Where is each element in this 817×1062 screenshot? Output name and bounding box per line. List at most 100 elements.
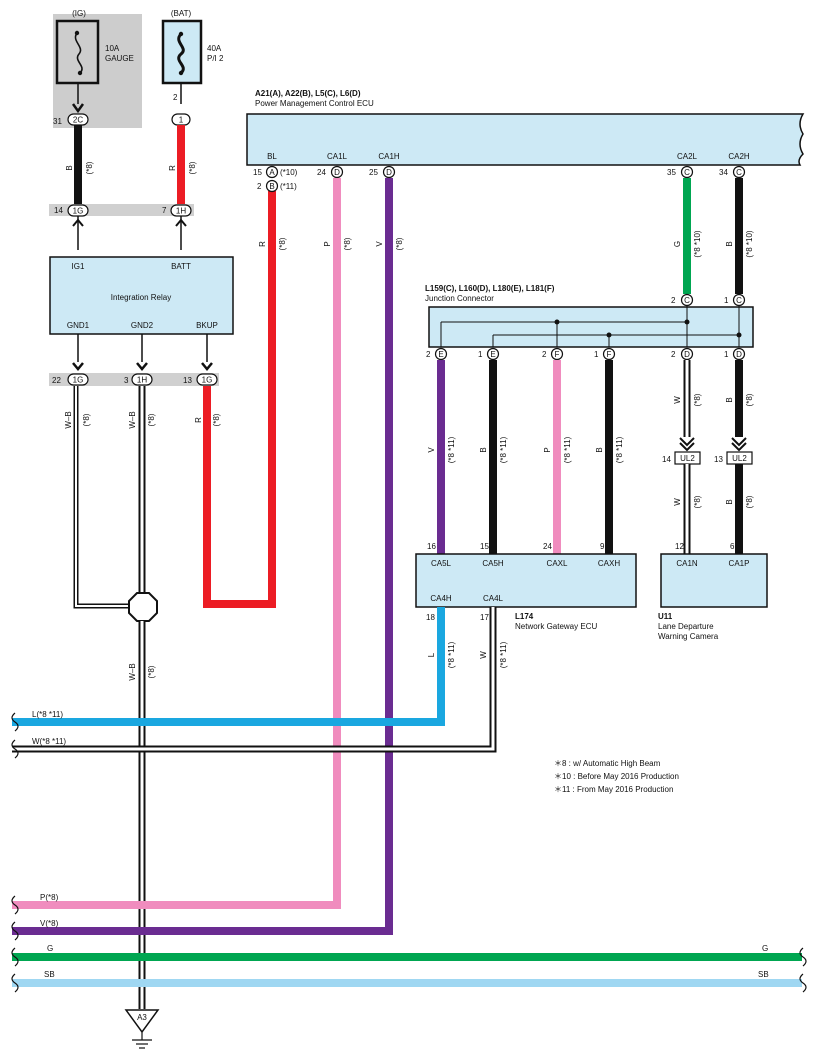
arrow-icon xyxy=(72,362,84,371)
wire-label-color: P xyxy=(543,447,552,452)
pin-number-34: 34 xyxy=(719,168,728,177)
svg-text:E: E xyxy=(490,350,495,359)
fuse-gauge-source: (IG) xyxy=(72,9,86,18)
wire-label-note: (*8) xyxy=(85,161,94,174)
pin-number-1: 1 xyxy=(724,350,729,359)
pin-number-1: 1 xyxy=(724,296,729,305)
connector-2c: 2C xyxy=(67,113,89,126)
wire-label-color: W–B xyxy=(128,663,137,680)
wire-label-note: (*8) xyxy=(188,161,197,174)
pin-number-24: 24 xyxy=(543,542,552,551)
svg-text:A3: A3 xyxy=(137,1013,147,1022)
svg-text:D: D xyxy=(684,350,690,359)
camera-name-line2: Warning Camera xyxy=(658,632,719,641)
arrow-icon xyxy=(175,218,187,227)
integration-relay: IG1 BATT Integration Relay GND1 GND2 BKU… xyxy=(49,256,234,335)
pin-number-1: 1 xyxy=(478,350,483,359)
svg-text:C: C xyxy=(736,168,742,177)
pin-marker: C xyxy=(732,165,746,179)
wire-label-color: G xyxy=(673,241,682,247)
svg-text:CA5L: CA5L xyxy=(431,559,452,568)
wire-label-note: (*8 *11) xyxy=(499,641,508,668)
fuse-pi2-name: P/I 2 xyxy=(207,54,224,63)
svg-text:1H: 1H xyxy=(176,207,186,216)
wire-ecu-p xyxy=(12,178,341,909)
power-ecu-box xyxy=(246,113,805,166)
wire-label-color: B xyxy=(479,447,488,452)
wire-label-note: (*8) xyxy=(745,393,754,406)
fuse-gauge-rating: 10A xyxy=(105,44,120,53)
pin-number-24: 24 xyxy=(317,168,326,177)
bus-label-l: L(*8 *11) xyxy=(32,710,63,719)
power-ecu-code: A21(A), A22(B), L5(C), L6(D) xyxy=(255,89,361,98)
wire-ecu-v xyxy=(12,178,393,935)
camera-name-line1: Lane Departure xyxy=(658,622,714,631)
svg-text:E: E xyxy=(438,350,443,359)
wire-label-color: R xyxy=(258,241,267,247)
pin-marker: F xyxy=(602,347,616,361)
wire-label-note: (*8) xyxy=(147,665,156,678)
pin-marker: E xyxy=(434,347,448,361)
wire-label-color: B xyxy=(725,499,734,504)
wire-label-color: R xyxy=(194,417,203,423)
fuse-pi2-rating: 40A xyxy=(207,44,222,53)
svg-text:F: F xyxy=(607,350,612,359)
pin-number-15: 15 xyxy=(480,542,489,551)
wire-label-color: R xyxy=(168,165,177,171)
wire-label-color: W–B xyxy=(128,411,137,428)
power-ecu-name: Power Management Control ECU xyxy=(255,99,374,108)
pin-number-35: 35 xyxy=(667,168,676,177)
wire-label-note: (*8) xyxy=(212,413,221,426)
wire-label-note: (*8) xyxy=(395,237,404,250)
camera-code: U11 xyxy=(658,612,673,621)
ground-icon: A3 xyxy=(124,1009,160,1049)
pin-marker: A xyxy=(265,165,279,179)
wire-label-color: B xyxy=(595,447,604,452)
fuse-pi2-source: (BAT) xyxy=(171,9,192,18)
wire-label-note: (*8 *11) xyxy=(447,641,456,668)
svg-text:1: 1 xyxy=(179,116,184,125)
arrow-icon xyxy=(136,362,148,371)
connector-ul2: UL2 xyxy=(674,451,701,465)
pin-marker: C xyxy=(680,293,694,307)
ecu-terminal-ca1l: CA1L xyxy=(327,152,348,161)
pin-number-15: 15 xyxy=(253,168,262,177)
arrow-icon xyxy=(679,437,695,452)
svg-text:D: D xyxy=(334,168,340,177)
pin-number-14: 14 xyxy=(662,455,671,464)
wire-label-note: (*8 *10) xyxy=(745,230,754,257)
arrow-icon xyxy=(72,218,84,227)
fuse-gauge-name: GAUGE xyxy=(105,54,134,63)
wire-label-note: (*8 *10) xyxy=(693,230,702,257)
bus-label-g-left: G xyxy=(47,944,53,953)
connector-1h: 1H xyxy=(170,204,192,217)
connector-1g: 1G xyxy=(67,373,89,386)
wire-label-note: (*8) xyxy=(147,413,156,426)
wire-label-note: (*8) xyxy=(745,495,754,508)
pin-number-2: 2 xyxy=(671,350,676,359)
bus-label-w: W(*8 *11) xyxy=(32,737,66,746)
pin-number-3: 3 xyxy=(124,376,129,385)
pin-marker: B xyxy=(265,179,279,193)
svg-text:BATT: BATT xyxy=(171,262,191,271)
svg-text:CA4L: CA4L xyxy=(483,594,504,603)
bus-label-sb-right: SB xyxy=(758,970,769,979)
pin-number-2: 2 xyxy=(426,350,431,359)
arrow-icon xyxy=(71,103,85,114)
bus-label-sb-left: SB xyxy=(44,970,55,979)
svg-text:Integration Relay: Integration Relay xyxy=(111,293,171,302)
svg-text:GND2: GND2 xyxy=(131,321,154,330)
bus-label-p: P(*8) xyxy=(40,893,59,902)
wire-label-note: (*8) xyxy=(82,413,91,426)
pin-number-18: 18 xyxy=(426,613,435,622)
svg-text:1G: 1G xyxy=(202,376,213,385)
junction-connector-name: Junction Connector xyxy=(425,294,494,303)
svg-text:GND1: GND1 xyxy=(67,321,90,330)
pin-marker: E xyxy=(486,347,500,361)
pin-number-2: 2 xyxy=(671,296,676,305)
pin-marker: C xyxy=(732,293,746,307)
svg-text:A: A xyxy=(269,168,275,177)
wire-label-note: (*8) xyxy=(693,495,702,508)
gateway-ecu-box: CA5L CA5H CAXL CAXH CA4H CA4L xyxy=(415,553,637,608)
